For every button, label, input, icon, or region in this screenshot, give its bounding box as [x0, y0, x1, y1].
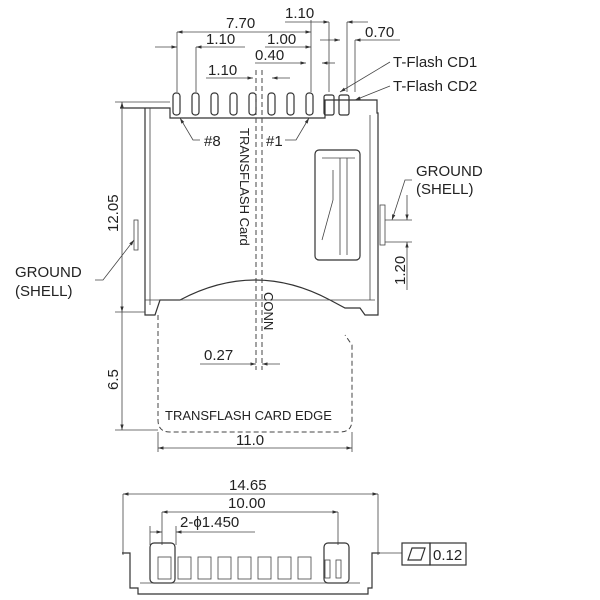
dim-1-10-top: 1.10 [285, 5, 314, 22]
labels: T-Flash CD1 T-Flash CD2 #8 #1 TRANSFLASH… [15, 54, 483, 423]
detect-window [314, 149, 361, 261]
dim-7-70: 7.70 [226, 15, 255, 32]
label-cd1: T-Flash CD1 [393, 54, 477, 71]
dim-1-10-mid: 1.10 [206, 31, 235, 48]
label-shell-right: (SHELL) [416, 181, 474, 198]
dim-1-10-low: 1.10 [208, 62, 237, 79]
label-ground-right: GROUND [416, 163, 483, 180]
dim-11-0: 11.0 [236, 432, 264, 449]
flatness-value: 0.12 [433, 547, 462, 564]
dim-0-40: 0.40 [255, 47, 284, 64]
label-card-edge: TRANSFLASH CARD EDGE [165, 408, 332, 423]
label-pin8: #8 [204, 133, 221, 150]
flatness-symbol-box [401, 542, 431, 566]
label-pin1: #1 [266, 133, 283, 150]
dim-6-5: 6.5 [105, 369, 122, 390]
dim-14-65: 14.65 [229, 477, 267, 494]
dim-1-20: 1.20 [392, 256, 409, 285]
pins [172, 92, 350, 116]
top-dimensions: 7.70 1.10 0.70 1.10 1.00 0.40 1.10 [155, 5, 400, 92]
dim-0-70: 0.70 [365, 24, 394, 41]
dim-10-00: 10.00 [228, 495, 266, 512]
front-view: 14.65 10.00 2-ϕ1.450 0.12 [122, 477, 467, 595]
shell-outline [120, 99, 379, 316]
dim-1-00: 1.00 [267, 31, 296, 48]
label-card: TRANSFLASH Card [237, 128, 252, 246]
label-shell-left: (SHELL) [15, 283, 73, 300]
dim-0-27: 0.27 [204, 347, 233, 364]
label-cd2: T-Flash CD2 [393, 78, 477, 95]
side-dimensions: 12.05 6.5 1.20 0.27 11.0 [105, 101, 412, 452]
top-view [120, 70, 386, 433]
label-conn: CONN [261, 292, 276, 330]
label-ground-left: GROUND [15, 264, 82, 281]
flatness-icon [407, 547, 426, 561]
dim-12-05: 12.05 [105, 194, 122, 232]
dim-hole: 2-ϕ1.450 [180, 514, 239, 531]
